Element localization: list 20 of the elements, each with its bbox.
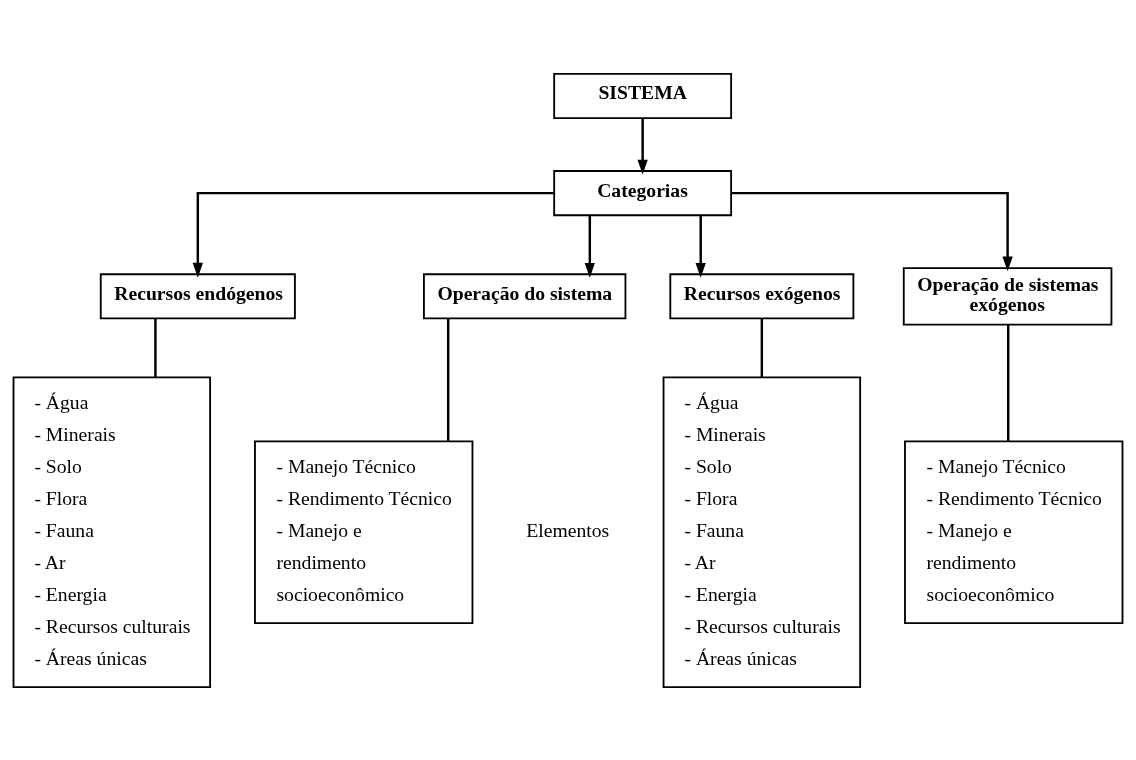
connector [446,318,450,441]
node-box: - Água - Minerais - Solo - Flora - Fauna - Ar - Energia - Recursos culturais - Áreas únicas [12,376,212,688]
node-box: Recursos endógenos [99,272,296,319]
node-box: - Manejo Técnico - Rendimento Técnico - Manejo e rendimento socioeconômico [254,439,474,624]
node-box: - Água - Minerais - Solo - Flora - Fauna - Ar - Energia - Recursos culturais - Áreas únicas [662,376,862,688]
arrow [637,118,648,174]
node-box: Categorias [553,169,733,216]
node-box: - Manejo Técnico - Rendimento Técnico - Manejo e rendimento socioeconômico [904,439,1124,624]
node-box: SISTEMA [553,72,733,119]
label: Elementos [526,518,610,541]
connector [154,318,157,377]
node-box: Operação de sistemas exógenos [902,266,1113,325]
arrow [695,215,706,278]
connector [1007,324,1010,441]
connector [760,318,764,377]
node-box: Recursos exógenos [669,272,855,319]
arrow [731,191,1013,271]
node-box: Operação do sistema [423,272,627,319]
arrow [192,191,554,278]
arrow [584,215,595,278]
